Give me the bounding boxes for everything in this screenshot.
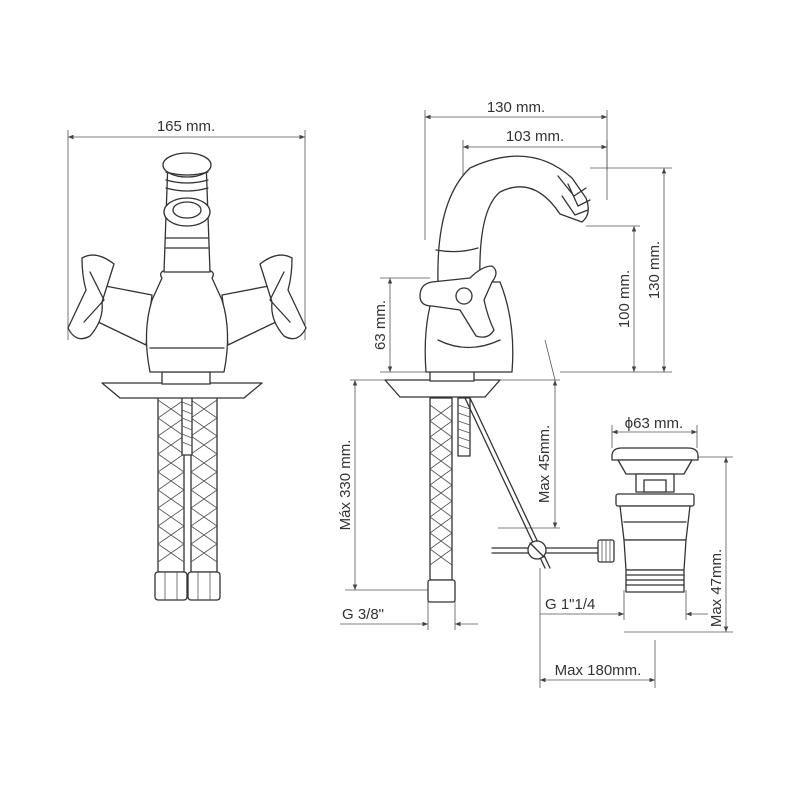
side-spout-arc (437, 155, 589, 283)
side-width-label: 130 mm. (487, 99, 545, 116)
deck-thickness-leader (544, 339, 556, 381)
hose-thread-label: G 3/8" (342, 606, 384, 623)
front-valve-body (145, 269, 229, 373)
side-view (340, 110, 672, 630)
spout-height-label: 100 mm. (616, 270, 633, 328)
front-right-handle (221, 254, 307, 346)
popup-pull-rod (464, 397, 546, 569)
front-view (67, 130, 307, 601)
handle-height-label: 63 mm. (372, 300, 389, 350)
waste-thread-label: G 1"1/4 (545, 596, 595, 613)
side-mounting-plate (384, 379, 501, 398)
waste-locknut (615, 493, 695, 507)
pull-rod-label: Max 180mm. (555, 662, 642, 679)
waste-diameter-label: ϕ63 mm. (625, 415, 683, 432)
hose-length-label: Máx 330 mm. (337, 440, 354, 531)
total-height-label: 130 mm. (646, 241, 663, 299)
front-left-handle (67, 254, 153, 346)
front-flexible-hoses (154, 391, 221, 601)
waste-body (619, 505, 691, 541)
popup-waste-view (491, 425, 733, 688)
front-mounting-nut (161, 371, 211, 385)
waste-flange (617, 459, 693, 475)
deck-thickness-label: Max 45mm. (536, 425, 553, 503)
front-width-label: 165 mm. (157, 118, 215, 135)
side-flexible-hose (427, 397, 471, 603)
front-aerator-head (162, 152, 212, 178)
spout-reach-label: 103 mm. (506, 128, 564, 145)
waste-height-label: Max 47mm. (708, 549, 725, 627)
front-mounting-plate (101, 382, 263, 399)
waste-threaded-tail (625, 569, 685, 593)
waste-plug-cap (611, 447, 699, 461)
dimension-labels: 165 mm. 130 mm. 103 mm. 130 mm. 100 mm. … (157, 99, 725, 679)
